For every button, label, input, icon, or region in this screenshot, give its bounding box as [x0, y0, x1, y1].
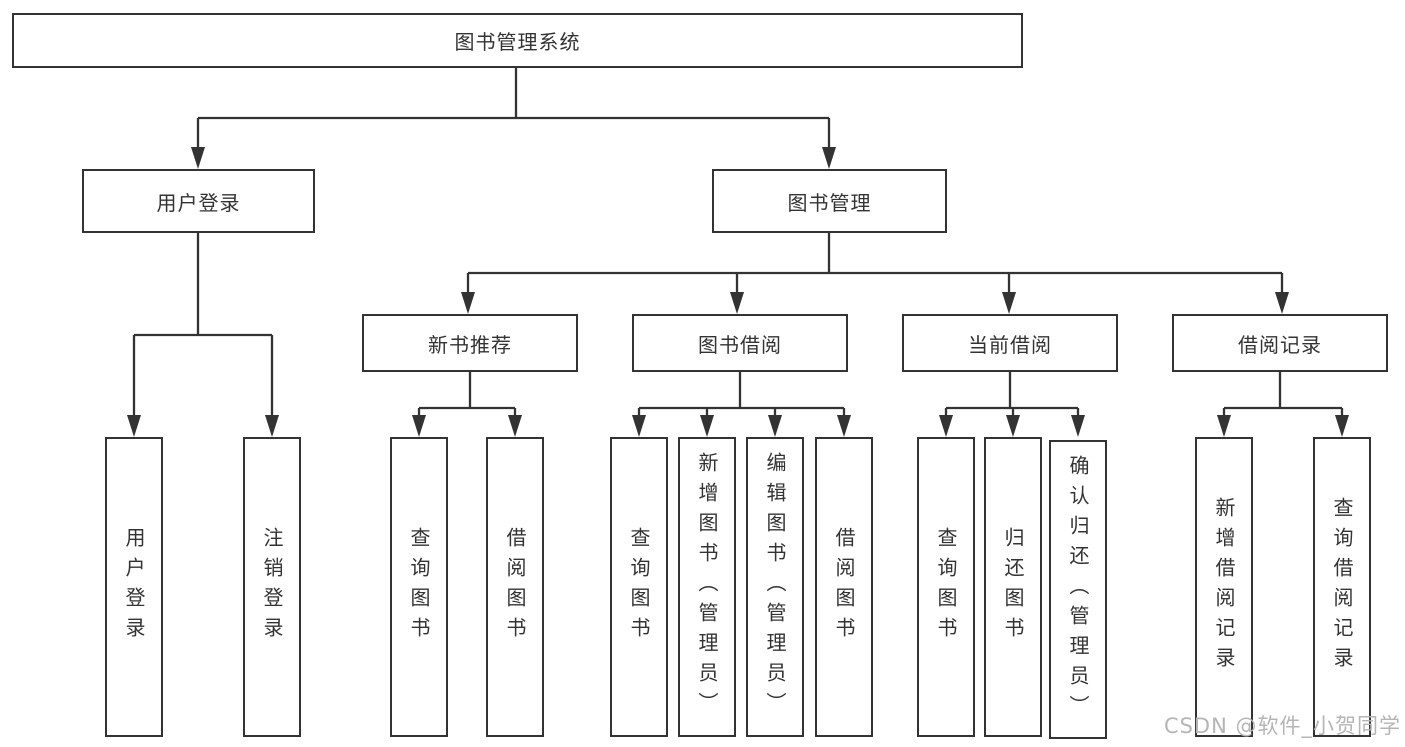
- leaf-query-books-current: 查询图书: [917, 437, 975, 737]
- leaf-label: 确认归还（管理员）: [1066, 454, 1090, 725]
- leaf-logout: 注销登录: [243, 437, 301, 737]
- leaf-label: 借阅图书: [503, 527, 527, 647]
- leaf-label: 用户登录: [122, 527, 146, 647]
- leaf-confirm-return-admin: 确认归还（管理员）: [1049, 440, 1107, 739]
- node-new-book-recommend: 新书推荐: [362, 314, 578, 372]
- node-book-management: 图书管理: [712, 169, 947, 233]
- leaf-query-borrow-record: 查询借阅记录: [1313, 437, 1371, 737]
- leaf-return-book: 归还图书: [984, 437, 1042, 737]
- node-book-borrow: 图书借阅: [632, 314, 848, 372]
- leaf-label: 查询图书: [934, 527, 958, 647]
- leaf-label: 借阅图书: [832, 527, 856, 647]
- leaf-label: 编辑图书（管理员）: [763, 452, 787, 722]
- leaf-edit-book-admin: 编辑图书（管理员）: [746, 437, 804, 737]
- node-label: 图书管理: [787, 190, 872, 215]
- node-label: 图书管理系统: [454, 30, 581, 54]
- node-label: 当前借阅: [968, 332, 1052, 357]
- leaf-label: 注销登录: [260, 527, 284, 647]
- node-label: 新书推荐: [428, 332, 512, 357]
- node-label: 借阅记录: [1238, 332, 1322, 357]
- node-library-system: 图书管理系统: [12, 13, 1023, 68]
- leaf-label: 新增图书（管理员）: [695, 452, 719, 722]
- leaf-add-book-admin: 新增图书（管理员）: [678, 437, 736, 737]
- leaf-query-books-borrow: 查询图书: [610, 437, 668, 737]
- csdn-watermark: CSDN @软件_小贺同学: [1163, 714, 1401, 738]
- node-label: 图书借阅: [698, 332, 782, 357]
- leaf-label: 归还图书: [1001, 527, 1025, 647]
- leaf-borrow-books: 借阅图书: [815, 437, 873, 737]
- node-user-login: 用户登录: [82, 169, 315, 233]
- node-borrow-records: 借阅记录: [1172, 314, 1388, 372]
- leaf-borrow-books-recommend: 借阅图书: [486, 437, 544, 737]
- leaf-add-borrow-record: 新增借阅记录: [1195, 437, 1253, 737]
- leaf-label: 查询借阅记录: [1330, 497, 1354, 677]
- leaf-label: 查询图书: [407, 527, 431, 647]
- leaf-user-login: 用户登录: [105, 437, 163, 737]
- node-label: 用户登录: [156, 190, 241, 215]
- leaf-query-books-recommend: 查询图书: [390, 437, 448, 737]
- leaf-label: 新增借阅记录: [1212, 497, 1236, 677]
- leaf-label: 查询图书: [627, 527, 651, 647]
- node-current-borrow: 当前借阅: [902, 314, 1118, 372]
